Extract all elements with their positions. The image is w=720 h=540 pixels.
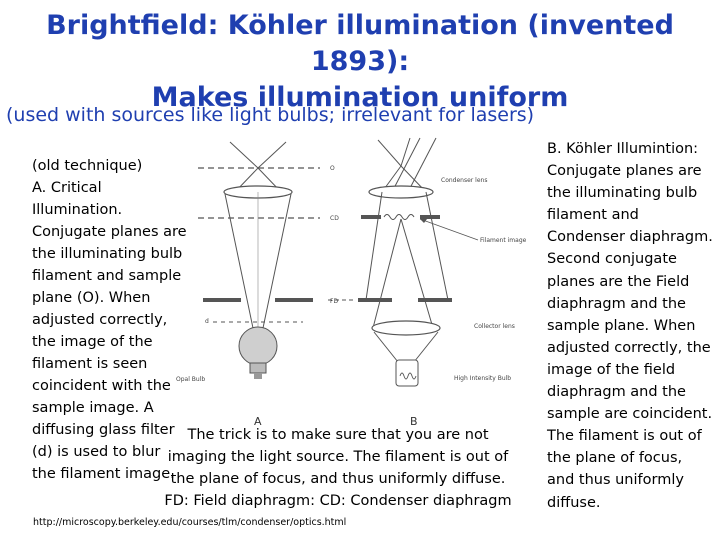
opal-bulb	[238, 326, 278, 366]
kohler-illumination-text: B. Köhler Illumintion: Conjugate planes …	[547, 138, 717, 514]
left-line: sample image. A	[32, 400, 154, 416]
ray	[365, 191, 383, 301]
ray	[400, 218, 434, 329]
ray	[224, 193, 259, 353]
left-line: the image of the	[32, 334, 153, 350]
fd-bar-right-b	[418, 298, 452, 302]
fd-bar-right	[275, 298, 313, 302]
ray	[407, 137, 437, 193]
right-line: Condenser diaphragm.	[547, 229, 713, 246]
bulb-tip	[254, 373, 262, 379]
fd-bar-left	[203, 298, 241, 302]
left-line: the illuminating bulb	[32, 246, 183, 262]
caption-line: the plane of focus, and thus uniformly d…	[170, 471, 506, 487]
label-high-intensity-bulb: High Intensity Bulb	[454, 375, 511, 382]
left-line: (d) is used to blur	[32, 444, 161, 460]
collector-lens	[371, 320, 441, 336]
left-line: filament is seen	[32, 356, 148, 372]
ray	[257, 141, 287, 169]
filament-image	[383, 214, 415, 220]
label-o-plane: O	[330, 165, 335, 172]
right-line: diaphragm and the	[547, 295, 686, 312]
slide-title: Brightfield: Köhler illumination (invent…	[0, 8, 720, 116]
right-line: diaphragm and the	[547, 384, 686, 401]
ray	[229, 141, 259, 169]
diagram-a: d Opal Bulb A	[176, 141, 320, 428]
left-line: Illumination.	[32, 202, 123, 218]
label-fd-plane: FD	[330, 298, 338, 305]
ray	[425, 191, 449, 301]
left-line: (old technique)	[32, 158, 143, 174]
right-line: The filament is out of	[547, 428, 702, 445]
left-line: diffusing glass filter	[32, 422, 175, 438]
right-line: Conjugate planes are	[547, 163, 702, 180]
right-line: diffuse.	[547, 494, 601, 511]
ray	[400, 137, 411, 167]
right-line: image of the field	[547, 361, 676, 378]
left-line: coincident with the	[32, 378, 171, 394]
optics-diagram: d Opal Bulb A Condenser lens Filament im…	[176, 137, 527, 428]
label-b: B	[410, 415, 418, 428]
label-a: A	[254, 415, 262, 428]
ray	[257, 193, 292, 353]
right-line: sample are coincident.	[547, 406, 713, 423]
diagram-caption: The trick is to make sure that you are n…	[143, 424, 533, 512]
right-line: the illuminating bulb	[547, 185, 698, 202]
condenser-lens-b	[368, 185, 434, 199]
left-line: A. Critical	[32, 180, 102, 196]
ray	[391, 137, 421, 193]
left-line: the filament image.	[32, 466, 175, 482]
left-line: filament and sample	[32, 268, 182, 284]
right-line: adjusted correctly, the	[547, 339, 711, 356]
right-line: Second conjugate	[547, 251, 677, 268]
right-line: B. Köhler Illumintion:	[547, 141, 699, 157]
slide-subtitle: (used with sources like light bulbs; irr…	[6, 104, 535, 126]
cd-bar-left	[361, 215, 381, 219]
label-opal-bulb: Opal Bulb	[176, 376, 205, 383]
right-line: sample plane. When	[547, 317, 696, 334]
title-line-1: Brightfield: Köhler illumination (invent…	[46, 10, 674, 77]
filament	[399, 372, 417, 380]
critical-illumination-text: (old technique) A. Critical Illumination…	[32, 155, 192, 485]
label-condenser-lens: Condenser lens	[441, 177, 487, 184]
ray	[372, 218, 402, 329]
right-line: the plane of focus,	[547, 450, 683, 467]
left-line: Conjugate planes are	[32, 224, 187, 240]
cd-bar-right	[420, 215, 440, 219]
high-intensity-bulb	[395, 359, 419, 387]
label-collector-lens: Collector lens	[474, 323, 515, 330]
right-line: filament and	[547, 207, 639, 224]
fd-bar-left-b	[358, 298, 392, 302]
bulb-base	[249, 362, 267, 374]
source-url: http://microscopy.berkeley.edu/courses/t…	[33, 517, 347, 528]
left-line: plane (O). When	[32, 290, 151, 306]
pointer-arrowhead	[420, 219, 427, 223]
right-line: and thus uniformly	[547, 472, 684, 489]
ray	[377, 139, 402, 167]
label-filament-image: Filament image	[480, 237, 527, 244]
left-line: adjusted correctly,	[32, 312, 168, 328]
label-cd-plane: CD	[330, 215, 339, 222]
diagram-b: Condenser lens Filament image Collector …	[328, 137, 527, 428]
caption-line: FD: Field diaphragm: CD: Condenser diaph…	[164, 493, 512, 509]
caption-line: The trick is to make sure that you are n…	[187, 427, 489, 443]
right-line: planes are the Field	[547, 273, 690, 290]
label-d: d	[205, 318, 209, 325]
title-line-2: Makes illumination uniform	[151, 82, 569, 113]
pointer-line	[419, 218, 479, 241]
caption-line: imaging the light source. The filament i…	[167, 449, 509, 465]
